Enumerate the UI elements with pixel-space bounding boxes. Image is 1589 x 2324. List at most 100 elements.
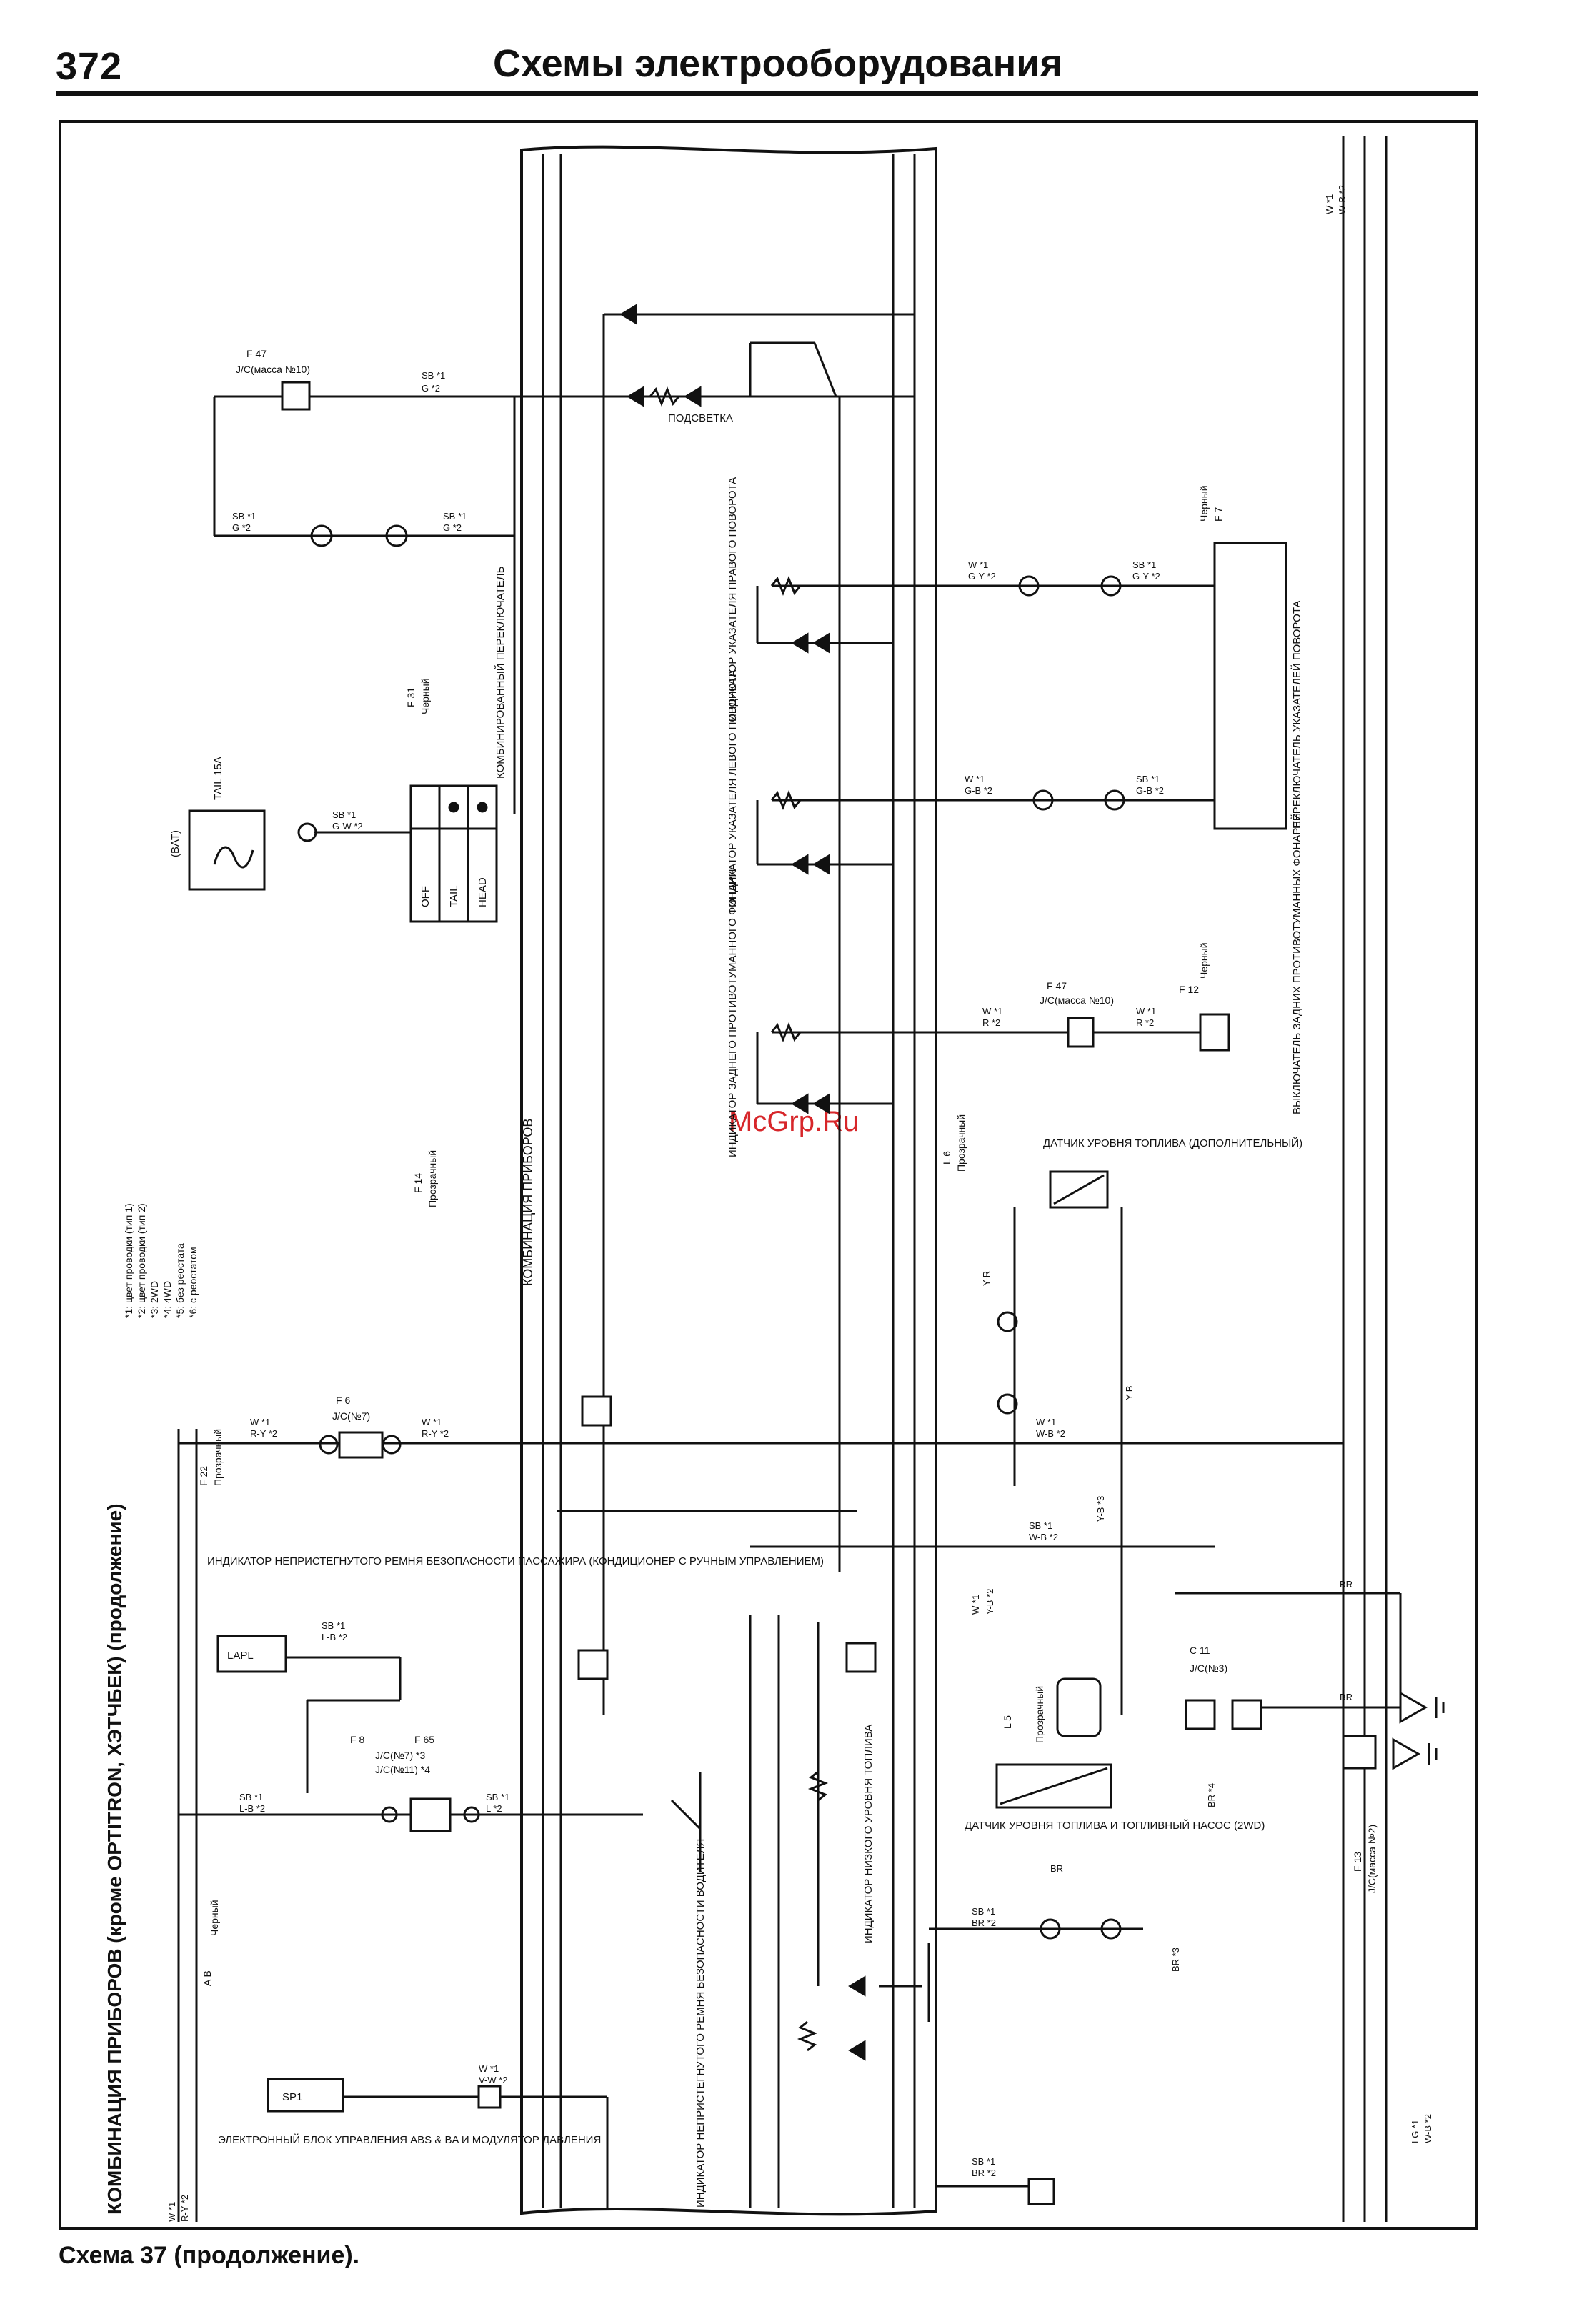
label-podsvetka: ПОДСВЕТКА xyxy=(668,412,733,424)
wire-yr: Y-R xyxy=(981,1271,992,1286)
wire-br4: BR *4 xyxy=(1206,1783,1217,1807)
wire-w-ry-left-b: R-Y *2 xyxy=(179,2195,190,2222)
wire-sb-g-3b: G *2 xyxy=(443,522,462,533)
conn-f31: F 31 xyxy=(405,687,417,707)
wire-w-wb-top-b: W-B *2 xyxy=(1337,185,1348,214)
label-rear-fog-switch: ВЫКЛЮЧАТЕЛЬ ЗАДНИХ ПРОТИВОТУМАННЫХ ФОНАР… xyxy=(1290,813,1303,1114)
wire-w-vw-a: W *1 xyxy=(479,2063,499,2074)
label-rear-fog-ind: ИНДИКАТОР ЗАДНЕГО ПРОТИВОТУМАННОГО ФОНАР… xyxy=(727,869,739,1157)
conn-f22-color: Прозрачный xyxy=(212,1429,224,1486)
conn-f22: F 22 xyxy=(198,1466,209,1486)
wire-sb-br-2b: BR *2 xyxy=(972,2168,996,2178)
label-seatbelt-passenger: ИНДИКАТОР НЕПРИСТЕГНУТОГО РЕМНЯ БЕЗОПАСН… xyxy=(207,1555,824,1567)
note-5: *5: без реостата xyxy=(174,1243,186,1318)
label-low-fuel: ИНДИКАТОР НИЗКОГО УРОВНЯ ТОПЛИВА xyxy=(862,1725,875,1943)
conn-jc7: J/C(№7) xyxy=(332,1410,370,1422)
cluster-band xyxy=(520,145,937,2216)
wire-w-wb-a: W *1 xyxy=(1036,1417,1056,1427)
note-3: *3: 2WD xyxy=(149,1281,160,1318)
wire-w-yb-b: Y-B *2 xyxy=(985,1589,995,1615)
wire-sb-lb-1b: L-B *2 xyxy=(322,1632,347,1642)
wire-sb-g-2a: SB *1 xyxy=(232,511,256,522)
wire-br3: BR *3 xyxy=(1170,1948,1181,1972)
label-lapl: LAPL xyxy=(227,1650,254,1662)
conn-f7-color: Черный xyxy=(1198,485,1210,522)
note-6: *6: с реостатом xyxy=(187,1247,199,1318)
label-seatbelt-driver: ИНДИКАТОР НЕПРИСТЕГНУТОГО РЕМНЯ БЕЗОПАСН… xyxy=(694,1839,707,2208)
conn-f6a: F 6 xyxy=(336,1395,350,1406)
conn-l6: L 6 xyxy=(941,1151,952,1165)
watermark: McGrp.Ru xyxy=(729,1106,860,1137)
conn-f14-color: Прозрачный xyxy=(427,1150,438,1207)
conn-jc-m2: J/C(масса №2) xyxy=(1366,1825,1378,1893)
conn-f8a: F 8 xyxy=(350,1734,364,1745)
wire-w-yb-a: W *1 xyxy=(970,1595,981,1615)
label-fuse: TAIL 15A xyxy=(212,757,224,800)
wire-sb-gy-b: G-Y *2 xyxy=(1132,571,1160,582)
conn-jc7-3: J/C(№7) *3 xyxy=(375,1750,425,1761)
label-combo-switch: КОМБИНИРОВАННЫЙ ПЕРЕКЛЮЧАТЕЛЬ xyxy=(494,566,507,779)
wire-sb-g-1b: G *2 xyxy=(422,383,440,394)
wire-w-gy-b: G-Y *2 xyxy=(968,571,996,582)
wire-sb-g-3a: SB *1 xyxy=(443,511,467,522)
conn-jc11-4: J/C(№11) *4 xyxy=(375,1764,430,1775)
wire-w-gb-b: G-B *2 xyxy=(965,785,992,796)
conn-f14: F 14 xyxy=(412,1173,424,1193)
conn-ab-color: Черный xyxy=(209,1900,220,1936)
wire-sb-br-2a: SB *1 xyxy=(972,2156,995,2167)
wire-sb-wb-a: SB *1 xyxy=(1029,1520,1052,1531)
switch-off: OFF xyxy=(419,886,432,907)
switch-tail: TAIL xyxy=(448,885,460,907)
conn-c11a: C 11 xyxy=(1190,1645,1210,1656)
wire-sb-br-1b: BR *2 xyxy=(972,1917,996,1928)
header-rule xyxy=(56,91,1478,96)
wire-w-ry-1b: R-Y *2 xyxy=(250,1428,277,1439)
switch-head: HEAD xyxy=(477,877,489,907)
conn-ab: A B xyxy=(201,1970,213,1986)
wire-lg-wb-b: W-B *2 xyxy=(1423,2114,1433,2143)
label-bat: (BAT) xyxy=(169,830,181,857)
wire-w-r-2a: W *1 xyxy=(1136,1006,1156,1017)
diagram-frame xyxy=(59,120,1478,2230)
conn-l6-color: Прозрачный xyxy=(955,1114,967,1172)
wire-sb-g-1a: SB *1 xyxy=(422,370,445,381)
label-fuel-aux: ДАТЧИК УРОВНЯ ТОПЛИВА (ДОПОЛНИТЕЛЬНЫЙ) xyxy=(1043,1137,1302,1149)
conn-f7: F 7 xyxy=(1212,507,1224,522)
figure-caption: Схема 37 (продолжение). xyxy=(59,2242,360,2269)
note-1: *1: цвет проводки (тип 1) xyxy=(123,1203,134,1318)
wire-sb-gb-a: SB *1 xyxy=(1136,774,1160,784)
conn-f31-color: Черный xyxy=(419,678,431,714)
wire-sb-lb-1a: SB *1 xyxy=(322,1620,345,1631)
wire-w-ry-1a: W *1 xyxy=(250,1417,270,1427)
label-sp1: SP1 xyxy=(282,2091,302,2103)
conn-l5-color: Прозрачный xyxy=(1034,1686,1045,1743)
wire-w-r-2b: R *2 xyxy=(1136,1017,1154,1028)
conn-f13: F 13 xyxy=(1352,1852,1363,1872)
conn-l5: L 5 xyxy=(1002,1715,1013,1729)
wire-w-r-1a: W *1 xyxy=(982,1006,1002,1017)
note-4: *4: 4WD xyxy=(161,1281,173,1318)
wire-sb-gw-b: G-W *2 xyxy=(332,821,363,832)
cluster-label: КОМБИНАЦИЯ ПРИБОРОВ xyxy=(521,1119,535,1286)
label-abs-ecu: ЭЛЕКТРОННЫЙ БЛОК УПРАВЛЕНИЯ ABS & BA И М… xyxy=(218,2133,601,2146)
wire-sb-l-a: SB *1 xyxy=(486,1792,509,1802)
wire-w-gy-a: W *1 xyxy=(968,559,988,570)
label-right-turn: ИНДИКАТОР УКАЗАТЕЛЯ ПРАВОГО ПОВОРОТА xyxy=(727,477,739,722)
wire-lg-wb-a: LG *1 xyxy=(1410,2120,1420,2143)
page-number: 372 xyxy=(56,45,123,88)
wire-sb-gy-a: SB *1 xyxy=(1132,559,1156,570)
conn-f65b: F 65 xyxy=(414,1734,434,1745)
conn-jc3: J/C(№3) xyxy=(1190,1662,1227,1674)
wire-yb3: Y-B *3 xyxy=(1095,1496,1106,1522)
footnotes: *1: цвет проводки (тип 1) *2: цвет прово… xyxy=(123,1203,199,1318)
wire-w-gb-a: W *1 xyxy=(965,774,985,784)
wire-sb-l-b: L *2 xyxy=(486,1803,502,1814)
page-title: Схемы электрооборудования xyxy=(493,42,1063,85)
wire-sb-gw-a: SB *1 xyxy=(332,809,356,820)
wire-sb-wb-b: W-B *2 xyxy=(1029,1532,1058,1542)
side-title: КОМБИНАЦИЯ ПРИБОРОВ (кроме OPTITRON, ХЭТ… xyxy=(104,1503,126,2215)
wire-sb-lb-2a: SB *1 xyxy=(239,1792,263,1802)
conn-jc-m10-mid: J/C(масса №10) xyxy=(1040,994,1114,1006)
wire-sb-gb-b: G-B *2 xyxy=(1136,785,1164,796)
